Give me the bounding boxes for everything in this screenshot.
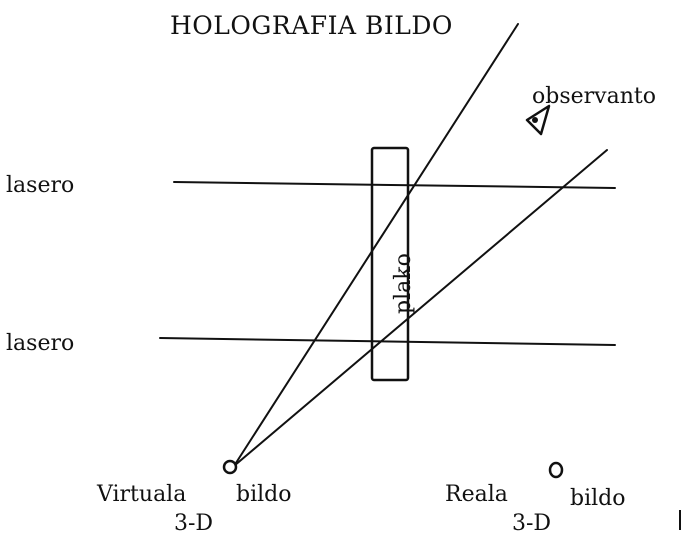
laser-beam-bottom	[159, 337, 616, 346]
laser-beam-top	[173, 181, 616, 189]
real-image-dimension: 3-D	[512, 511, 551, 533]
real-image-label-word1: Reala	[445, 482, 508, 507]
virtual-image-point	[222, 459, 238, 475]
virtual-image-dimension: 3-D	[174, 511, 213, 533]
laser-label-top: lasero	[6, 173, 74, 198]
real-image-point	[548, 461, 564, 479]
holographic-plate	[370, 146, 410, 382]
virtual-image-label-word1: Virtuala	[96, 482, 186, 507]
virtual-image-label-word2: bildo	[236, 482, 291, 507]
laser-label-bottom: lasero	[6, 331, 74, 356]
diagram-title: HOLOGRAFIA BILDO	[170, 11, 453, 40]
eye-icon	[525, 104, 551, 136]
plate-label: plako	[391, 253, 416, 314]
ray-steep	[233, 23, 519, 467]
real-image-label-word2: bildo	[570, 486, 625, 511]
ray-shallow	[233, 149, 608, 467]
observer-label: observanto	[532, 84, 656, 109]
